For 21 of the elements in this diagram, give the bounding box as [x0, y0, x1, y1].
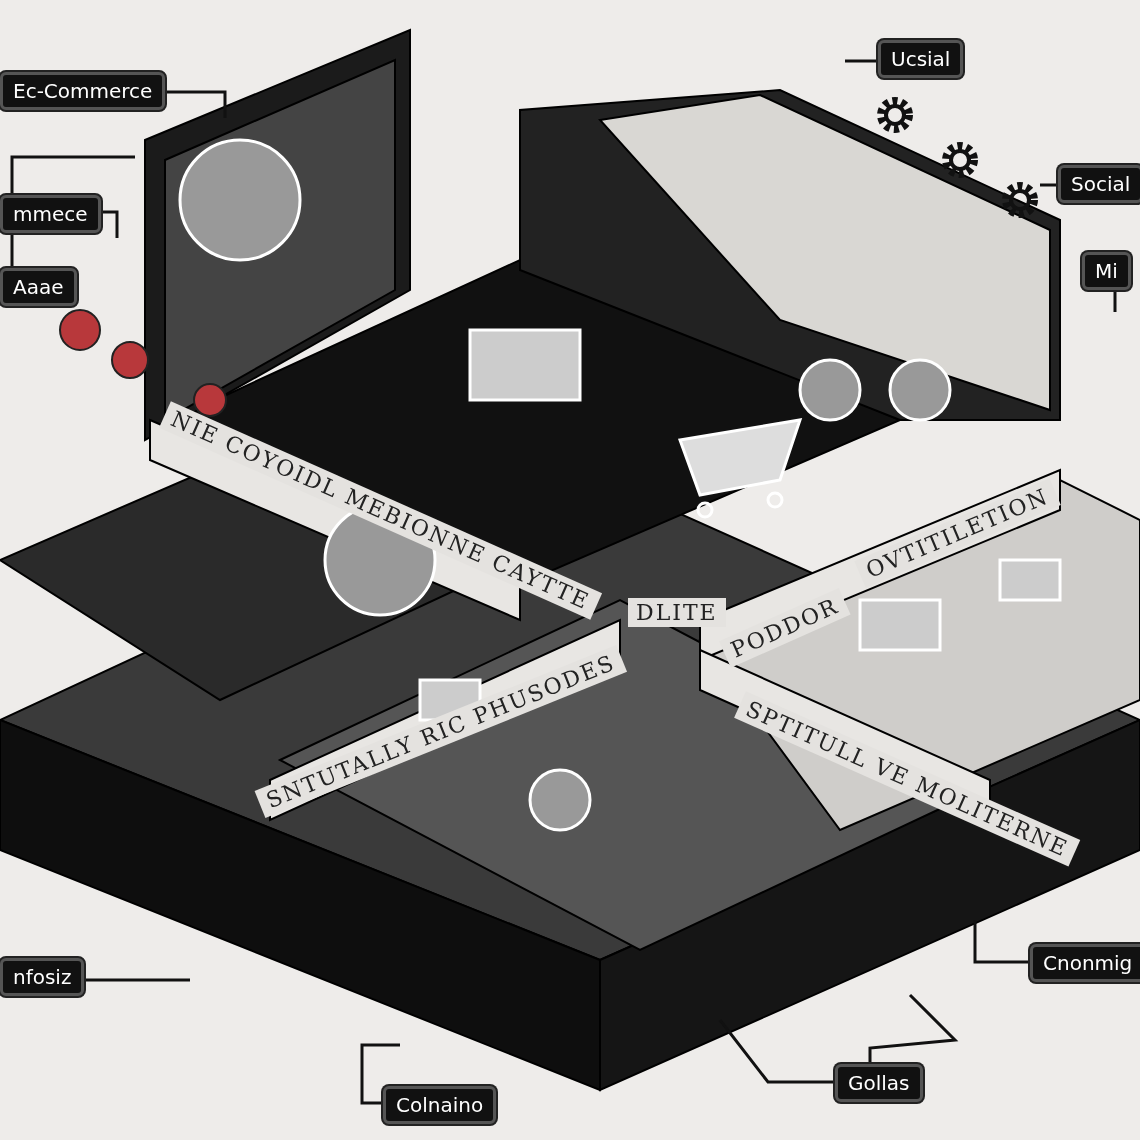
leader-line — [101, 210, 119, 238]
label-tag: Ucsial — [878, 40, 964, 78]
leader-line — [10, 155, 135, 195]
label-tag: Ec-Commerce — [0, 72, 166, 110]
leader-line — [845, 59, 878, 63]
label-tag: Gollas — [835, 1064, 923, 1102]
label-tag: Aaae — [0, 268, 77, 306]
label-tag: Colnaino — [383, 1086, 497, 1124]
leader-line — [360, 1043, 400, 1105]
label-tag: Mi — [1082, 252, 1131, 290]
leader-line — [10, 233, 14, 268]
leader-line — [84, 978, 190, 982]
leader-line — [973, 920, 1030, 964]
leader-line — [868, 993, 959, 1064]
label-tag: Social — [1058, 165, 1140, 203]
leader-line — [1113, 290, 1117, 312]
platform-label: DLITE — [628, 598, 726, 627]
leader-line — [165, 90, 227, 118]
label-tag: mmece — [0, 195, 101, 233]
label-tag: Cnonmig — [1030, 944, 1140, 982]
label-tag: nfosiz — [0, 958, 85, 996]
